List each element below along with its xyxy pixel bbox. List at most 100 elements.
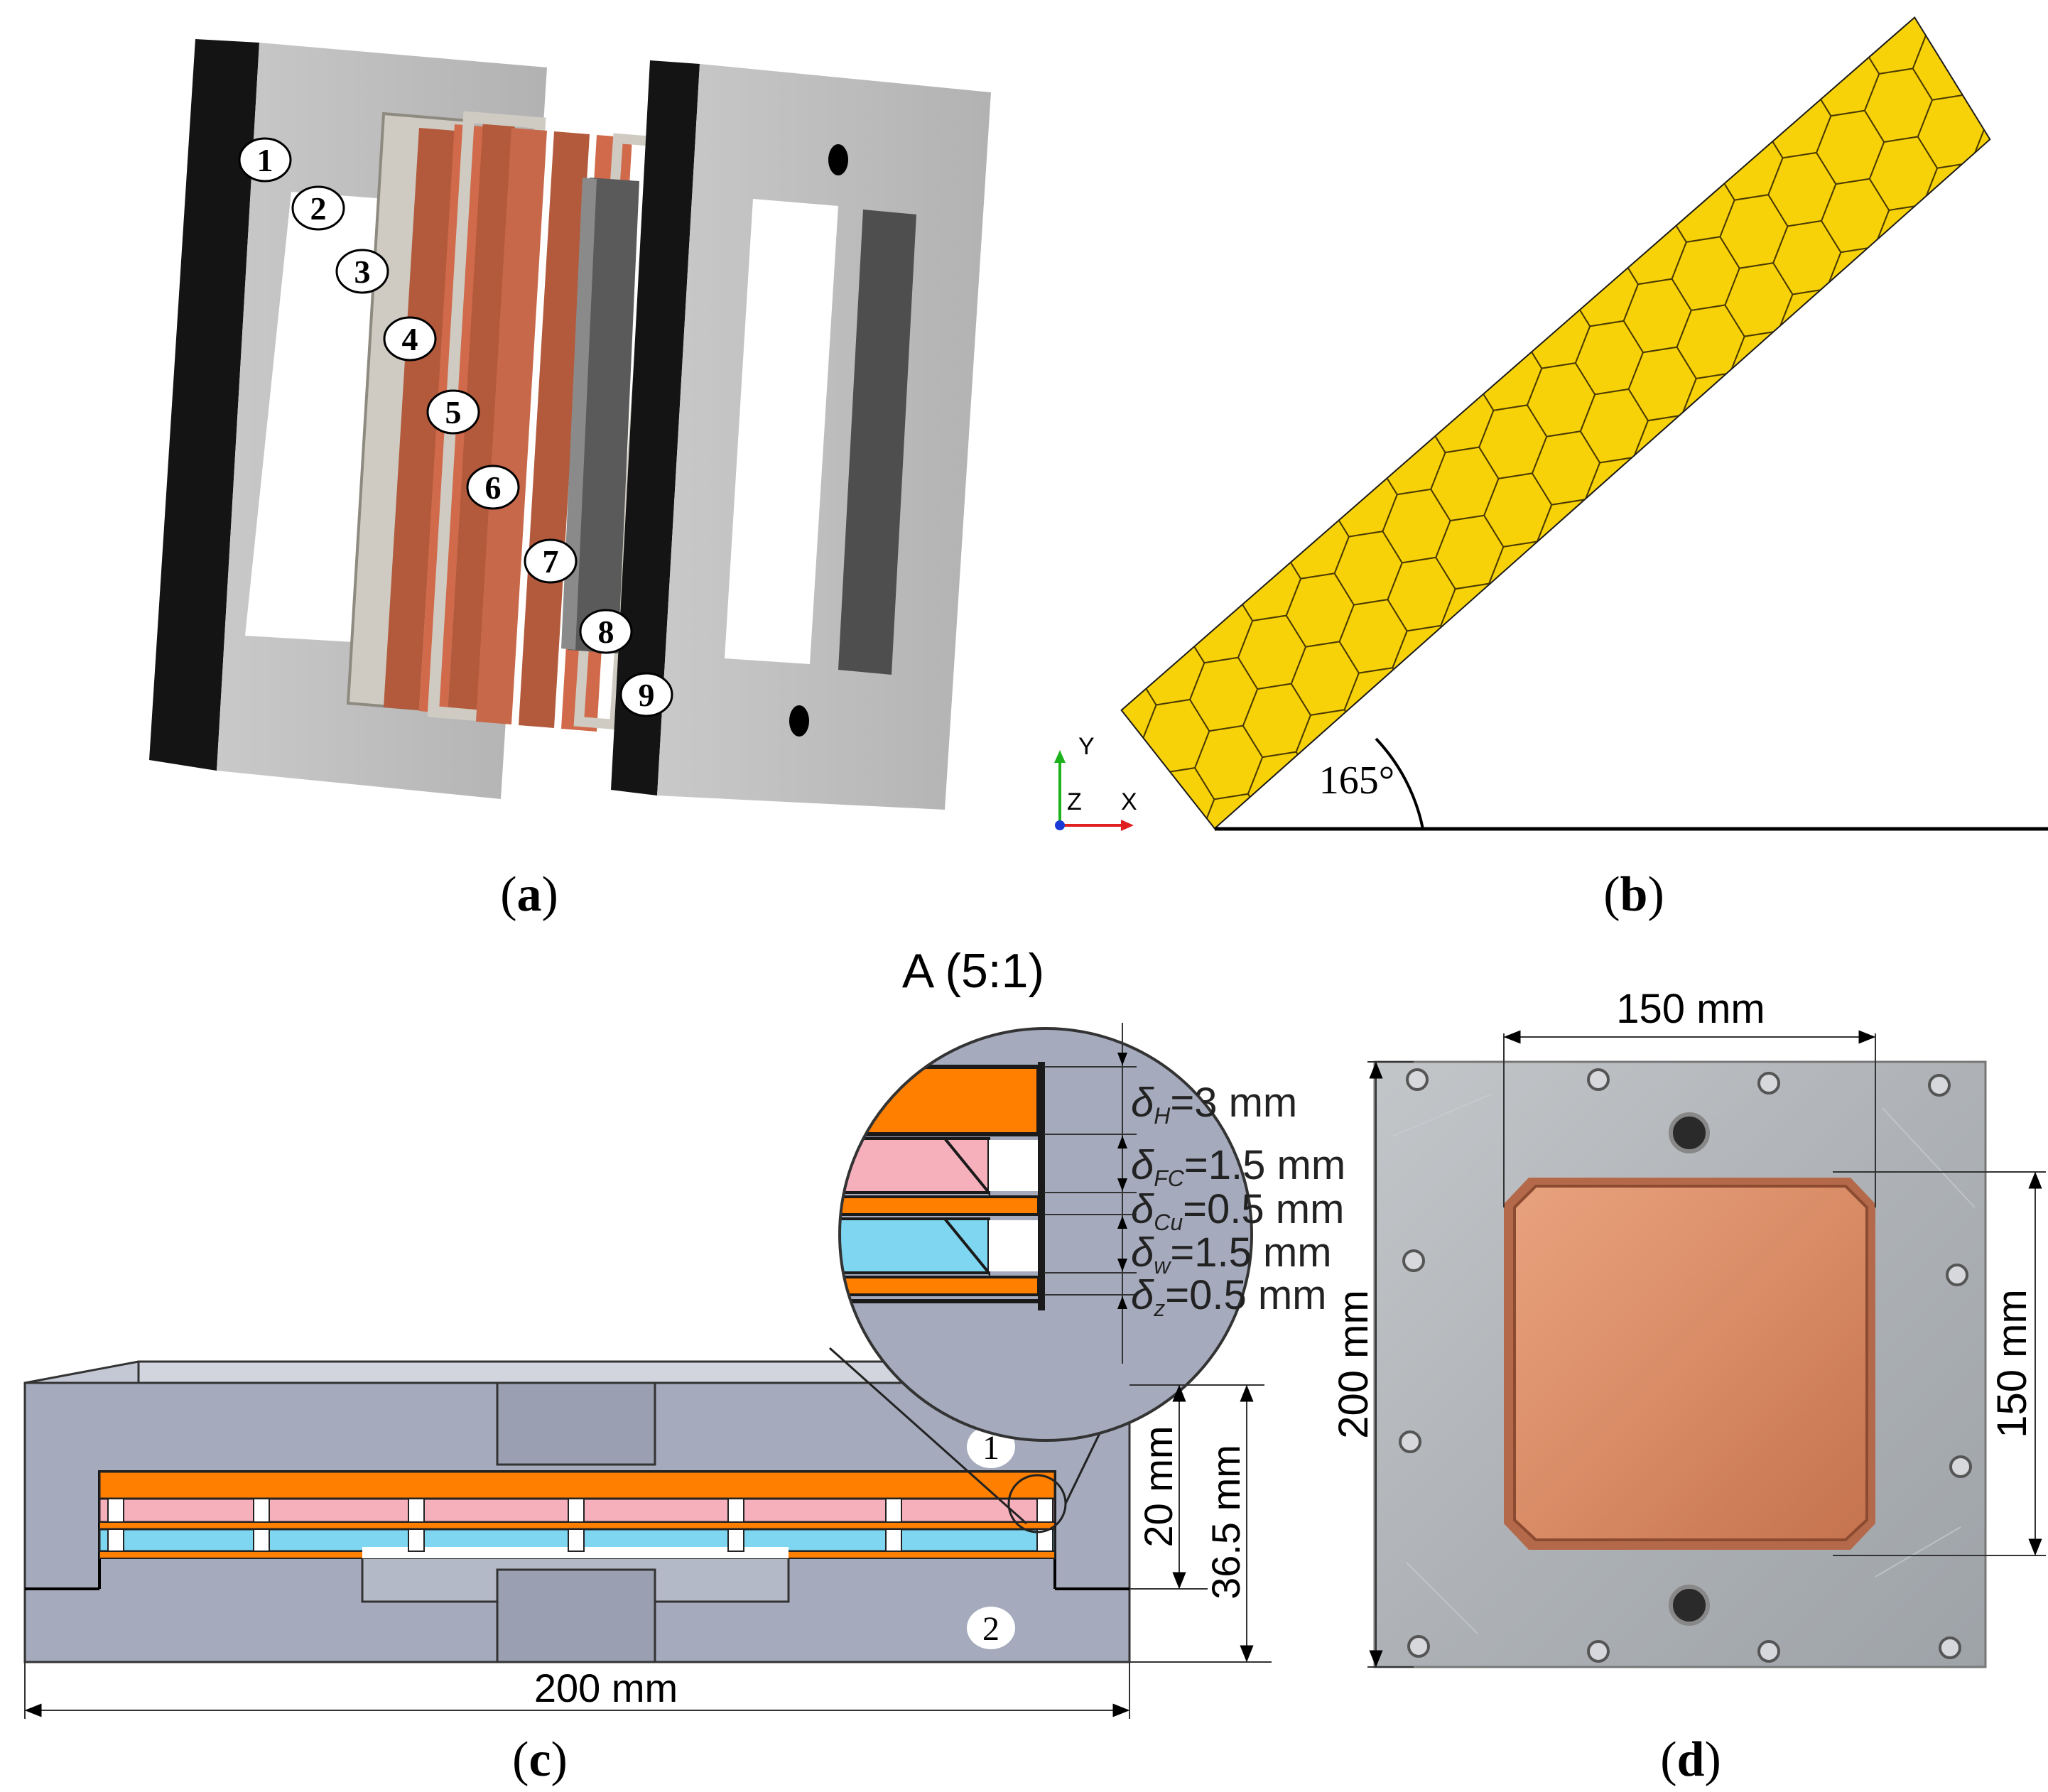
spacer-block xyxy=(1036,1498,1053,1523)
plate-dimensions xyxy=(1367,1030,2046,1668)
detail-zinc xyxy=(840,1276,1040,1296)
spacer-block xyxy=(727,1498,744,1523)
detail-pink-gap xyxy=(989,1140,1039,1191)
mesh-cell xyxy=(1661,99,1730,175)
screw-icon xyxy=(1757,1640,1780,1663)
spacer-block xyxy=(253,1498,270,1523)
marker-a-2-bg xyxy=(291,185,345,231)
dark-block-right xyxy=(838,210,916,675)
marker-a-9-bg xyxy=(619,672,673,717)
screw-icon xyxy=(1928,1074,1951,1097)
spacer-block xyxy=(885,1528,902,1552)
marker-c-2-bg xyxy=(967,1607,1015,1649)
marker-a-3-bg xyxy=(335,249,389,294)
mesh-cell xyxy=(1323,393,1393,469)
mesh-cell xyxy=(1613,141,1683,217)
spacer-block xyxy=(1036,1528,1053,1552)
mesh-cell xyxy=(1122,604,1152,680)
end-plate-right xyxy=(611,60,700,795)
screw-icon xyxy=(1939,1636,1961,1659)
spacer-block xyxy=(253,1528,270,1552)
dim-left-height: 200 mm xyxy=(1331,1290,1377,1439)
marker-a-4-bg xyxy=(383,316,437,362)
screw-icon xyxy=(1407,1635,1430,1658)
spacer-block xyxy=(727,1528,744,1552)
detail-copper xyxy=(840,1195,1040,1216)
caption-d: (d) xyxy=(1660,1732,1721,1787)
plate-scratches xyxy=(1392,1093,1976,1634)
mesh-cell xyxy=(1036,647,1103,721)
marker-a-5-bg xyxy=(426,389,480,435)
detail-view xyxy=(838,1027,1253,1442)
layer-dimension-arrows xyxy=(1117,1053,1127,1309)
spacer-block xyxy=(568,1498,585,1523)
copper-plate xyxy=(1513,1185,1868,1541)
mesh-cell xyxy=(1468,268,1538,343)
dim-right-height: 150 mm xyxy=(1989,1289,2035,1438)
axis-x-arrow xyxy=(1121,820,1134,831)
layer-label-h: δH=3 mm xyxy=(1131,1080,1297,1129)
layer-label-z: δz=0.5 mm xyxy=(1131,1272,1326,1321)
mesh-cell xyxy=(1372,352,1441,428)
layer-label-w: δw=1.5 mm xyxy=(1131,1229,1332,1278)
marker-a-7: 7 xyxy=(543,543,559,580)
spacer-block xyxy=(408,1528,425,1552)
mesh-cell xyxy=(1855,0,1922,6)
panel-a-exploded-view: 1 2 3 4 5 6 7 8 9 (a) xyxy=(149,39,991,922)
end-plate-left xyxy=(149,39,259,771)
marker-a-1-bg xyxy=(238,137,292,183)
dim-total-height: 36.5 mm xyxy=(1203,1445,1248,1600)
screw-icon xyxy=(1757,1072,1780,1095)
detail-blue-gap xyxy=(989,1220,1039,1271)
width-dimension xyxy=(24,1662,1130,1719)
axis-y-arrow xyxy=(1054,750,1066,763)
hole-top xyxy=(828,144,848,175)
detail-heater xyxy=(840,1065,1041,1136)
detail-outline xyxy=(838,1027,1253,1442)
caption-b: (b) xyxy=(1603,867,1664,922)
axis-z-label: Z xyxy=(1067,788,1082,815)
bottom-gap xyxy=(362,1547,789,1558)
mesh-cell xyxy=(1275,436,1345,511)
axis-origin xyxy=(1055,820,1065,830)
marker-c-2: 2 xyxy=(982,1610,999,1648)
screw-icon xyxy=(1402,1249,1425,1272)
mesh-cell xyxy=(1179,520,1249,596)
mesh-cells xyxy=(1036,0,1989,827)
copper-sheet-4 xyxy=(476,128,547,724)
screw-icon xyxy=(1587,1640,1610,1663)
screw-icon xyxy=(1406,1068,1429,1091)
layer-label-cu: δCu=0.5 mm xyxy=(1131,1186,1344,1235)
axis-y-label: Y xyxy=(1078,733,1095,760)
spacer-row xyxy=(107,1498,1053,1552)
mesh-cell xyxy=(1564,183,1635,259)
dim-top-width: 150 mm xyxy=(1616,986,1765,1032)
mesh-cell xyxy=(1709,58,1779,133)
mesh-cell xyxy=(1131,562,1201,638)
spacer-block xyxy=(107,1498,124,1523)
mesh-cell xyxy=(1420,310,1490,386)
mesh-cell xyxy=(1122,809,1167,827)
spacer-block xyxy=(885,1498,902,1523)
mesh-cell xyxy=(1806,18,1875,49)
marker-a-7-bg xyxy=(524,538,578,584)
mesh-cell xyxy=(1516,226,1586,301)
screw-icon xyxy=(1949,1455,1972,1478)
marker-a-3: 3 xyxy=(354,254,371,290)
marker-a-6: 6 xyxy=(485,469,502,506)
copper-sheet-1 xyxy=(384,128,455,710)
screw-icon xyxy=(1587,1068,1610,1091)
dim-width: 200 mm xyxy=(534,1666,678,1710)
screw-icon xyxy=(1946,1264,1968,1286)
axis-x-label: X xyxy=(1121,788,1137,815)
panel-d-photo: 150 mm 150 mm 200 mm (d) xyxy=(1331,986,2046,1787)
copper-sheet-3 xyxy=(448,121,515,717)
mesh-cell xyxy=(1965,52,1989,127)
marker-a-9: 9 xyxy=(639,677,655,713)
frame-plate-right xyxy=(657,64,991,810)
caption-a: (a) xyxy=(500,867,558,922)
height-dimensions xyxy=(1129,1384,1272,1663)
detail-leader-1 xyxy=(829,1347,1027,1525)
marker-a-1: 1 xyxy=(257,142,273,178)
